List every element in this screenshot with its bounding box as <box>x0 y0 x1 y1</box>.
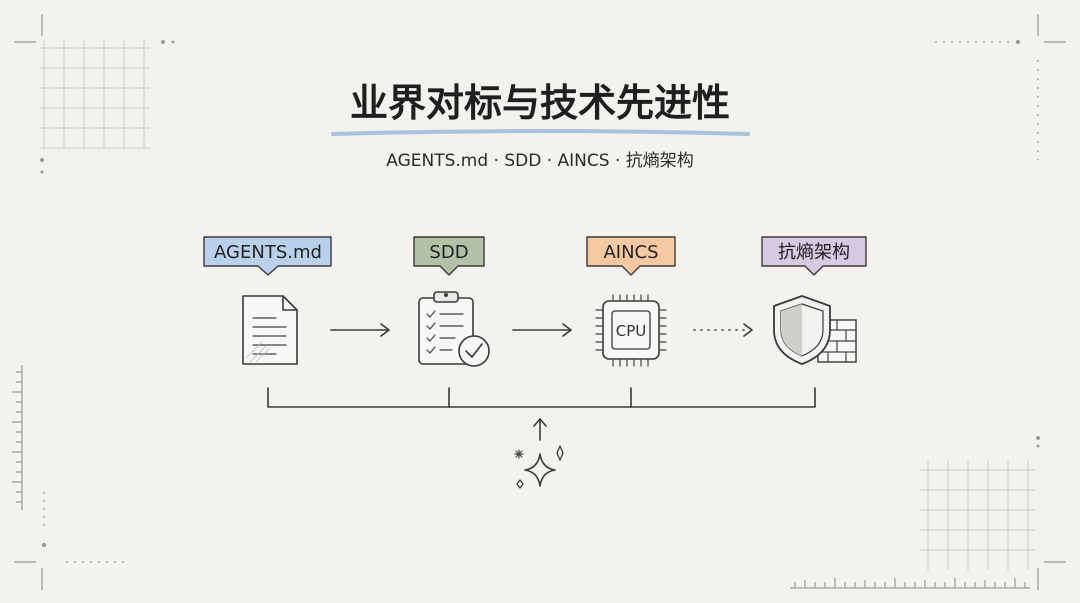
decor-top-right <box>935 14 1066 160</box>
clipboard-check-icon <box>418 291 490 367</box>
tag-anti-entropy: 抗熵架构 <box>761 236 867 276</box>
tag-label-agents-md: AGENTS.md <box>214 242 322 263</box>
page-subtitle: AGENTS.md · SDD · AINCS · 抗熵架构 <box>386 151 694 171</box>
arrow-1 <box>330 323 390 337</box>
cpu-label: CPU <box>616 322 647 340</box>
page-title: 业界对标与技术先进性 <box>350 81 730 125</box>
arrow-3-dotted <box>693 323 753 337</box>
tag-sdd: SDD <box>413 236 485 276</box>
title-underline <box>331 129 750 136</box>
document-icon <box>242 295 298 365</box>
tag-aincs: AINCS <box>586 236 676 276</box>
decor-top-left-grid <box>14 14 175 174</box>
shield-wall-icon <box>773 295 857 365</box>
up-arrow <box>533 418 547 441</box>
tag-label-aincs: AINCS <box>603 242 658 263</box>
decor-left-ruler <box>12 365 130 590</box>
bottom-bracket <box>267 387 816 408</box>
cpu-chip-icon: CPU <box>595 294 667 367</box>
arrow-2 <box>512 323 572 337</box>
decor-bottom-right-grid <box>790 436 1066 590</box>
tag-label-anti-entropy: 抗熵架构 <box>778 242 850 263</box>
tag-label-sdd: SDD <box>429 242 468 263</box>
tag-agents-md: AGENTS.md <box>203 236 332 276</box>
sparkle-icon <box>514 445 564 489</box>
